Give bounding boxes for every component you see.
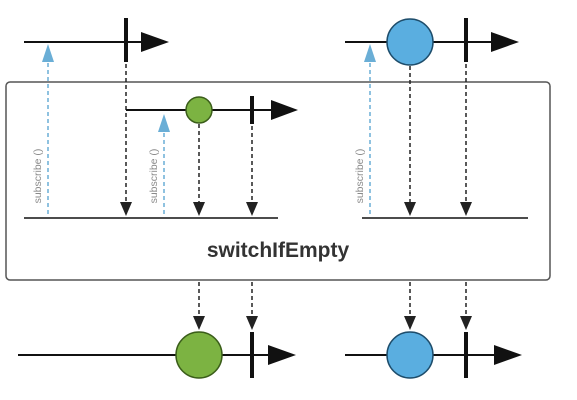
timeline-arrowhead xyxy=(491,32,519,52)
green-marble xyxy=(185,96,213,124)
fallback-timeline xyxy=(126,96,298,124)
left-result-timeline xyxy=(18,331,296,379)
operator-name: switchIfEmpty xyxy=(207,239,350,262)
blue-marble xyxy=(386,18,434,66)
subscribe-label: subscribe () xyxy=(148,149,160,204)
left-source-timeline xyxy=(24,18,169,62)
right-source-timeline xyxy=(345,18,519,66)
right-result-timeline xyxy=(345,331,522,379)
timeline-arrowhead xyxy=(494,345,522,365)
timeline-arrowhead xyxy=(271,100,298,120)
operator-box xyxy=(5,81,551,281)
subscribe-label: subscribe () xyxy=(32,149,44,204)
blue-marble xyxy=(386,331,434,379)
timeline-arrowhead xyxy=(268,345,296,365)
timeline-arrowhead xyxy=(141,32,169,52)
green-marble xyxy=(175,331,223,379)
subscribe-label: subscribe () xyxy=(354,149,366,204)
